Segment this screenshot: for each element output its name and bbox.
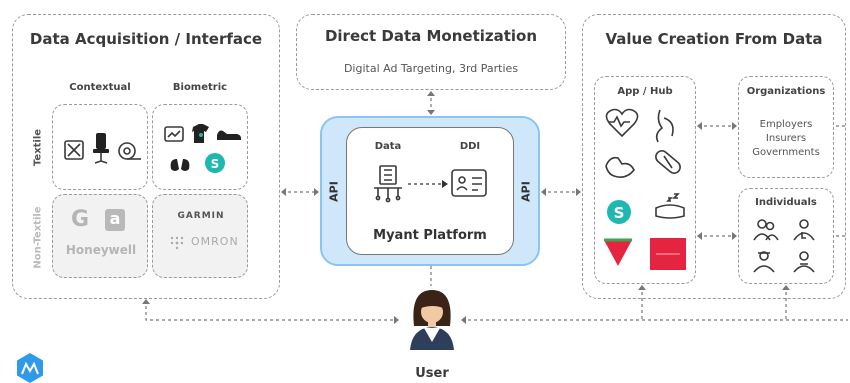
pill-icon: [655, 150, 681, 174]
office-chair-icon: [93, 133, 109, 164]
elder-icon: [793, 251, 815, 273]
data-chip-icon: [374, 165, 402, 203]
sleep-mask-icon: [655, 193, 685, 219]
skiin-icon: S: [607, 200, 631, 224]
family-icon: [753, 219, 779, 241]
biometric-textile-box: S: [152, 104, 248, 190]
omron-logo: OMRON: [191, 235, 239, 248]
arrow-head: [442, 180, 448, 188]
fabric-roll-icon: [118, 142, 141, 160]
id-card-icon: [451, 169, 487, 197]
value-creation-title: Value Creation From Data: [605, 30, 823, 48]
monetization-title: Direct Data Monetization: [324, 27, 538, 45]
platform-name: Myant Platform: [373, 228, 487, 243]
value-creation-panel: [582, 14, 846, 299]
user-label: User: [415, 366, 449, 381]
monetization-subtitle: Digital Ad Targeting, 3rd Parties: [343, 62, 519, 75]
data-acquisition-title: Data Acquisition / Interface: [29, 30, 263, 48]
skiin-app-icon: S: [205, 153, 225, 173]
shirt-icon: [192, 124, 209, 143]
platform-graphic: [374, 165, 487, 203]
amazon-logo-text: a: [109, 209, 121, 228]
red-app-icon: [650, 238, 686, 270]
heart-rate-icon: [605, 108, 639, 138]
garmin-logo: GARMIN: [177, 211, 225, 221]
contextual-icons: [64, 133, 141, 164]
pregnancy-icon: [655, 109, 674, 143]
myant-logo-icon: [17, 353, 43, 383]
individuals-box: [738, 188, 834, 284]
app-icons: S: [604, 108, 686, 270]
app-hub-title: App / Hub: [617, 86, 673, 97]
bra-icon: [170, 159, 190, 171]
org-insurers: Insurers: [765, 133, 807, 144]
contextual-header: Contextual: [69, 82, 131, 93]
svg-text:S: S: [614, 204, 625, 222]
contextual-textile-box: [52, 104, 148, 190]
user-avatar-icon: [410, 290, 454, 350]
line-acq-user: [145, 300, 398, 321]
biometric-header: Biometric: [172, 82, 228, 93]
organizations-box: [738, 76, 834, 178]
muscle-icon: [605, 156, 635, 178]
monitor-icon: [164, 126, 184, 142]
biometric-nontextile-box: GARMIN OMRON: [152, 194, 248, 278]
data-label: Data: [374, 141, 402, 152]
worker-icon: [753, 251, 775, 273]
org-employers: Employers: [759, 119, 813, 130]
app-hub-box: [594, 76, 696, 284]
doctor-icon: [793, 219, 815, 241]
organizations-title: Organizations: [746, 86, 826, 97]
shoe-icon: [217, 130, 241, 140]
individuals-icons: [753, 219, 815, 273]
honeywell-logo: Honeywell: [65, 243, 137, 257]
monetization-panel: [296, 14, 566, 90]
mattress-icon: [64, 140, 84, 160]
watermelon-app-icon: [604, 238, 632, 266]
individuals-title: Individuals: [755, 197, 817, 208]
amazon-logo: a: [105, 209, 125, 231]
svg-text:S: S: [211, 157, 220, 171]
google-logo: G: [71, 207, 90, 232]
biometric-icons: S: [164, 124, 241, 173]
data-acquisition-panel: [12, 14, 280, 299]
org-governments: Governments: [752, 147, 820, 158]
fitbit-dots-icon: [170, 236, 184, 250]
contextual-nontextile-box: G a Honeywell: [52, 194, 148, 278]
ddi-label: DDI: [459, 141, 481, 152]
